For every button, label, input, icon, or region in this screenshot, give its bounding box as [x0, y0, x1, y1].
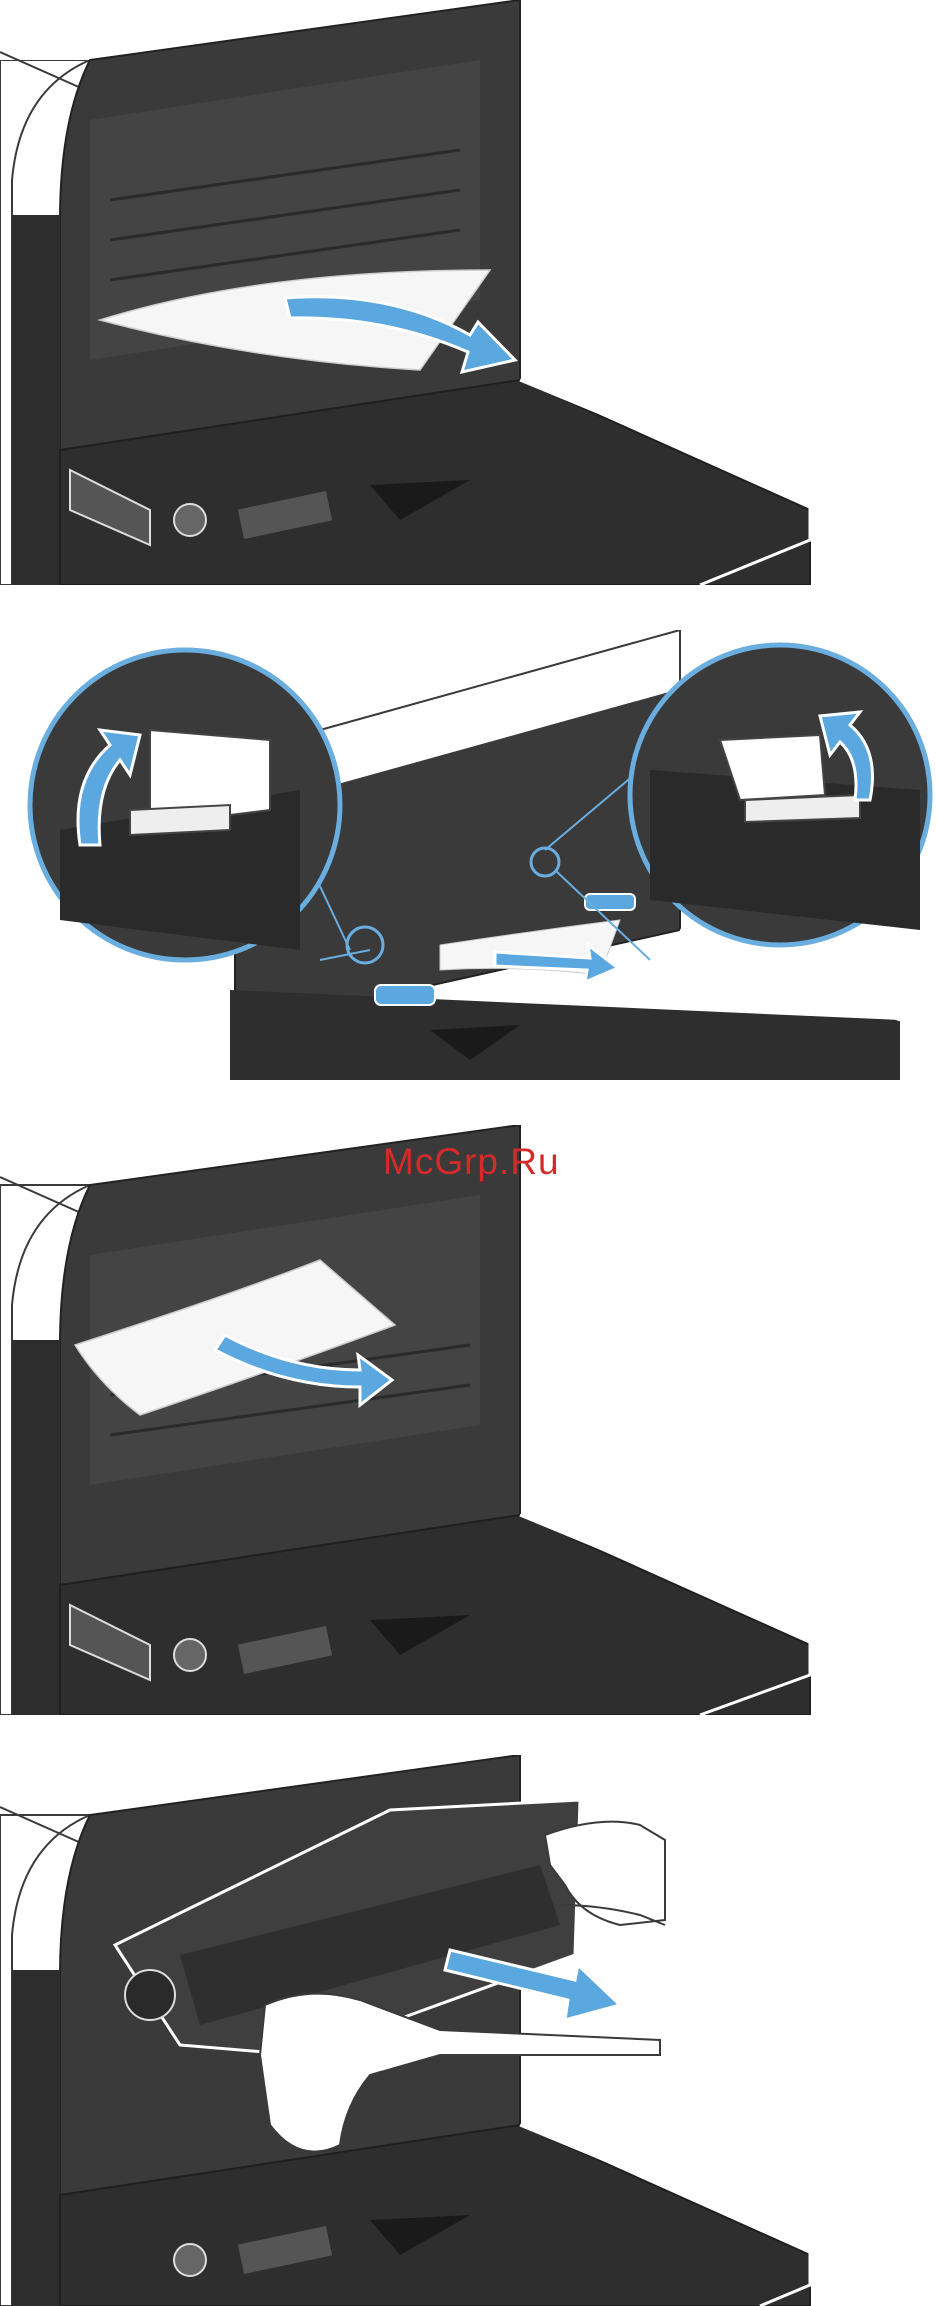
step-2-illustration [0, 630, 937, 1080]
callout-right-lever [630, 645, 930, 945]
step-1-illustration [0, 0, 820, 585]
fuser-lever-left [375, 985, 435, 1005]
step-4-illustration [0, 1755, 820, 2306]
fuser-lever-right [585, 894, 635, 910]
step-3-illustration [0, 1125, 820, 1715]
callout-left-lever [30, 650, 340, 960]
watermark: McGrp.Ru [383, 1141, 560, 1183]
